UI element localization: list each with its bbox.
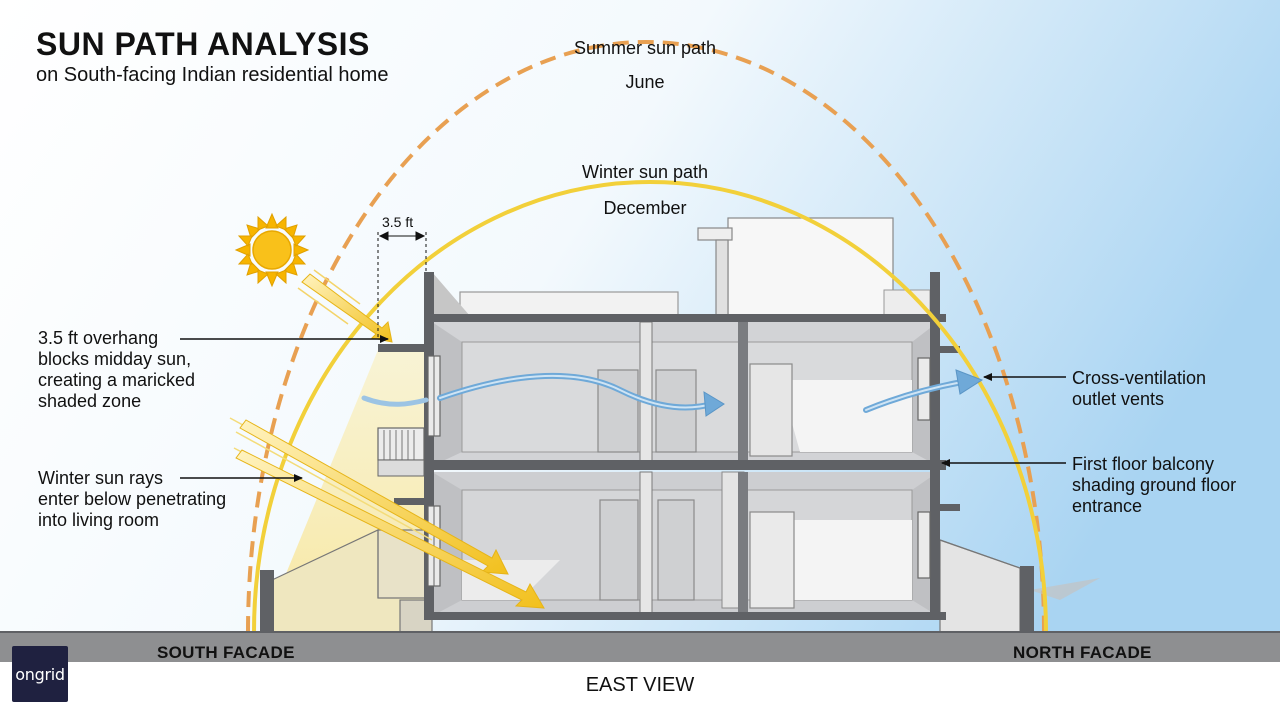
page-subtitle: on South-facing Indian residential home (36, 64, 389, 86)
balcony-annotation: First floor balcony shading ground floor… (1072, 454, 1236, 517)
winter-rays-annotation-line: into living room (38, 510, 160, 530)
winter-path-label: Winter sun path (581, 162, 709, 182)
winter-ray-arrows (229, 417, 545, 609)
cross-vent-annotation-line: Cross-ventilation (1072, 368, 1207, 388)
pointer-arrow-icon (180, 335, 1066, 482)
balcony-annotation-line: First floor balcony (1072, 454, 1215, 474)
overhang-annotation-line: 3.5 ft overhang (38, 328, 159, 348)
footer-band (0, 660, 1280, 714)
overhang-annotation-line: blocks midday sun, (38, 349, 192, 369)
overhang-annotation-line: creating a maricked (38, 370, 196, 390)
rear-volumes (432, 217, 931, 317)
south-facade-label: SOUTH FACADE (157, 643, 295, 662)
overhang-annotation: 3.5 ft overhang blocks midday sun, creat… (38, 328, 195, 412)
overhang-dimension (377, 231, 427, 340)
page-title: SUN PATH ANALYSIS (36, 26, 370, 62)
airflow-arrow-icon (361, 369, 984, 417)
balcony-annotation-line: shading ground floor (1072, 475, 1237, 495)
sun-icon (234, 212, 310, 288)
ground (0, 632, 1280, 662)
winter-rays-annotation-line: Winter sun rays (38, 468, 164, 488)
summer-sun-path (246, 40, 1046, 633)
south-courtyard (260, 529, 433, 633)
winter-sun-path (252, 180, 1048, 633)
sun-ray-arrow-icon (297, 269, 393, 343)
north-facade-label: NORTH FACADE (1013, 643, 1152, 662)
summer-path-label: Summer sun path (573, 38, 717, 58)
balcony-annotation-line: entrance (1072, 496, 1143, 516)
winter-path-month: December (603, 198, 687, 218)
brand-logo: ongrid (12, 646, 68, 702)
overhang-annotation-line: shaded zone (38, 391, 142, 411)
view-label: EAST VIEW (585, 674, 695, 696)
cross-vent-annotation: Cross-ventilation outlet vents (1072, 368, 1206, 410)
winter-rays-annotation-line: enter below penetrating (38, 489, 227, 509)
winter-rays-annotation: Winter sun rays enter below penetrating … (38, 468, 226, 531)
brand-logo-text: ongrid (15, 664, 65, 684)
cross-vent-annotation-line: outlet vents (1072, 389, 1165, 409)
summer-path-month: June (625, 72, 665, 92)
building-section (377, 272, 960, 620)
overhang-dimension-label: 3.5 ft (382, 214, 414, 230)
